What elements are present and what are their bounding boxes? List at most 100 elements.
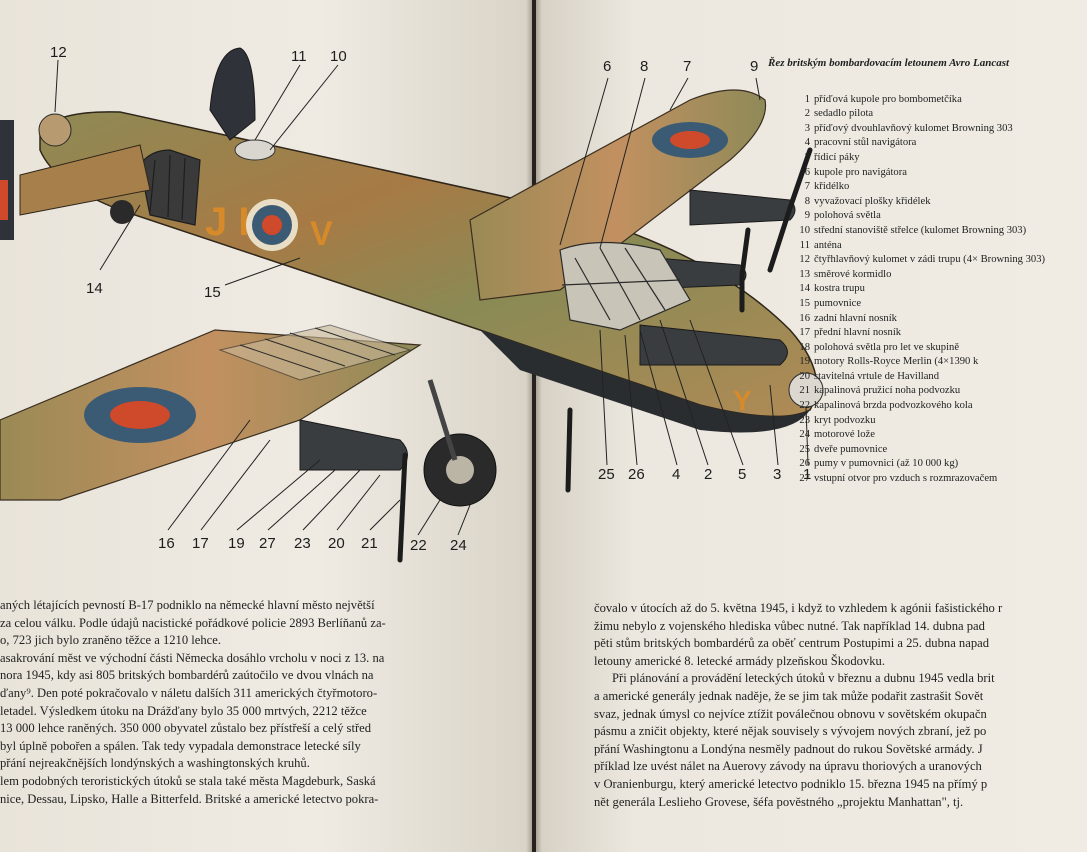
callout-6: 6 xyxy=(603,58,612,75)
svg-text:V: V xyxy=(310,215,333,253)
legend-item: 1 příďová kupole pro bombometčíka xyxy=(796,93,1086,108)
legend-item-text: kapalinová pružicí noha podvozku xyxy=(814,385,961,397)
callout-8: 8 xyxy=(640,58,649,75)
legend-item-number: 6 xyxy=(804,166,810,178)
legend-item-number: 18 xyxy=(799,341,810,353)
text-line: žimu nebylo z vojenského hlediska vůbec … xyxy=(594,618,985,633)
legend-item-number: 1 xyxy=(804,93,810,105)
legend-item-text: vyvažovací plošky křidélek xyxy=(814,195,931,207)
fuselage-roundel xyxy=(246,199,298,251)
legend-item-text: motorové lože xyxy=(814,429,875,441)
tail-frame xyxy=(139,149,201,226)
legend-item-number: 3 xyxy=(804,122,810,134)
legend-item-text: sedadlo pilota xyxy=(814,108,874,120)
text-line: přání Washingtonu a Londýna nesměly padn… xyxy=(594,741,983,756)
legend-item-text: přední hlavní nosník xyxy=(814,327,902,339)
landing-gear xyxy=(110,200,497,507)
text-line: příklad lze uvést nálet na Auerovy závod… xyxy=(594,759,982,774)
text-line: čovalo v útocích až do 5. května 1945, i… xyxy=(594,601,1003,615)
legend-item-text: příďový dvouhlavňový kulomet Browning 30… xyxy=(814,122,1013,134)
legend-item-number: 27 xyxy=(799,473,810,485)
callout-14: 14 xyxy=(86,280,103,297)
legend-item-number: 22 xyxy=(799,400,810,412)
legend-item-number: 12 xyxy=(799,254,810,266)
legend-item: 8 vyvažovací plošky křidélek xyxy=(796,195,1086,210)
callout-2: 2 xyxy=(704,466,713,483)
legend-item-text: dveře pumovnice xyxy=(814,443,888,455)
legend-item-text: pracovní stůl navigátora xyxy=(814,137,917,149)
callout-7: 7 xyxy=(683,58,692,75)
text-line: pásmu a zničit objekty, které nějak souv… xyxy=(594,724,987,739)
tailplane xyxy=(19,144,151,216)
legend-item-text: polohová světla xyxy=(814,210,881,222)
callout-1: 1 xyxy=(803,466,812,483)
legend-item-text: řídicí páky xyxy=(814,151,860,163)
callout-17: 17 xyxy=(192,535,209,552)
callout-24: 24 xyxy=(450,537,467,554)
callout-16: 16 xyxy=(158,535,175,552)
legend-item-number: 17 xyxy=(799,327,810,339)
callout-25: 25 xyxy=(598,466,615,483)
right-paragraph-2: Při plánování a provádění leteckých útok… xyxy=(594,670,1078,811)
mid-turret xyxy=(234,139,276,161)
legend-item-number: 8 xyxy=(804,195,810,207)
legend-item-text: kryt podvozku xyxy=(814,414,876,426)
legend-item: 23 kryt podvozku xyxy=(796,414,1086,429)
wing-ribs xyxy=(218,324,412,381)
text-line: nět generála Leslieho Grovese, šéfa pově… xyxy=(594,794,964,809)
legend-item: 9 polohová světla xyxy=(796,209,1086,224)
figure-legend: Řez britským bombardovacím letounem Avro… xyxy=(768,56,1086,487)
fuselage-underside xyxy=(480,330,810,433)
left-wing-roundel xyxy=(84,387,196,443)
text-line: 13 000 lehce raněných. 350 000 obyvatel … xyxy=(0,721,372,736)
text-line: Při plánování a provádění leteckých útok… xyxy=(612,671,995,686)
legend-item: 24 motorové lože xyxy=(796,428,1086,443)
legend-item-number: 14 xyxy=(799,283,810,295)
callout-26: 26 xyxy=(628,466,645,483)
text-line: letouny americké 8. letecké armády plzeň… xyxy=(594,653,885,668)
legend-title: Řez britským bombardovacím letounem Avro… xyxy=(768,57,1010,69)
legend-item-number: 23 xyxy=(799,414,810,426)
legend-item-number: 20 xyxy=(799,370,810,382)
legend-item-text: vstupní otvor pro vzduch s rozmrazovačem xyxy=(814,473,998,485)
legend-item-number: 11 xyxy=(799,239,810,251)
legend-item-number: 16 xyxy=(799,312,810,324)
legend-item-number: 24 xyxy=(799,429,810,441)
legend-item-number: 15 xyxy=(799,297,810,309)
callout-12: 12 xyxy=(50,44,67,61)
text-line: pěti stům britských bombardérů za oběť c… xyxy=(594,636,989,651)
legend-item: 3 příďový dvouhlavňový kulomet Browning 3… xyxy=(796,122,1086,137)
text-line: o, 723 jich bylo zraněno těžce a 1210 le… xyxy=(0,633,221,648)
legend-item-number: 21 xyxy=(799,385,810,397)
legend-item-text: motory Rolls-Royce Merlin (4×1390 k xyxy=(814,356,979,368)
legend-item-number: 26 xyxy=(799,458,810,470)
text-line: přání nejreakčnějších londýnských a wash… xyxy=(0,756,310,771)
legend-item-number: 19 xyxy=(799,356,810,368)
callout-3: 3 xyxy=(773,466,782,483)
text-line: ďany⁹. Den poté pokračovalo v náletu dal… xyxy=(0,685,378,700)
text-line: za celou válku. Podle údajů nacistické p… xyxy=(0,615,386,630)
callout-20: 20 xyxy=(328,535,345,552)
legend-item: 25 dveře pumovnice xyxy=(796,443,1086,458)
legend-item-number: 25 xyxy=(799,443,810,455)
legend-item-number: 9 xyxy=(804,210,810,222)
text-line: nice, Dessau, Lipsko, Halle a Bitterfeld… xyxy=(0,791,379,806)
cockpit-frame xyxy=(559,241,691,331)
legend-item-text: kapalinová brzda podvozkového kola xyxy=(814,400,973,412)
text-line: v Oranienburgu, který americké letectvo … xyxy=(594,776,988,791)
legend-item-number: 13 xyxy=(799,268,810,280)
legend-item-text: kupole pro navigátora xyxy=(814,166,907,178)
svg-text:J I: J I xyxy=(205,200,249,244)
text-line: byl úplně pobořen a spálen. Tak tedy vyp… xyxy=(0,738,361,753)
legend-item-text: příďová kupole pro bombometčíka xyxy=(814,93,962,105)
tail-fin xyxy=(209,47,256,141)
